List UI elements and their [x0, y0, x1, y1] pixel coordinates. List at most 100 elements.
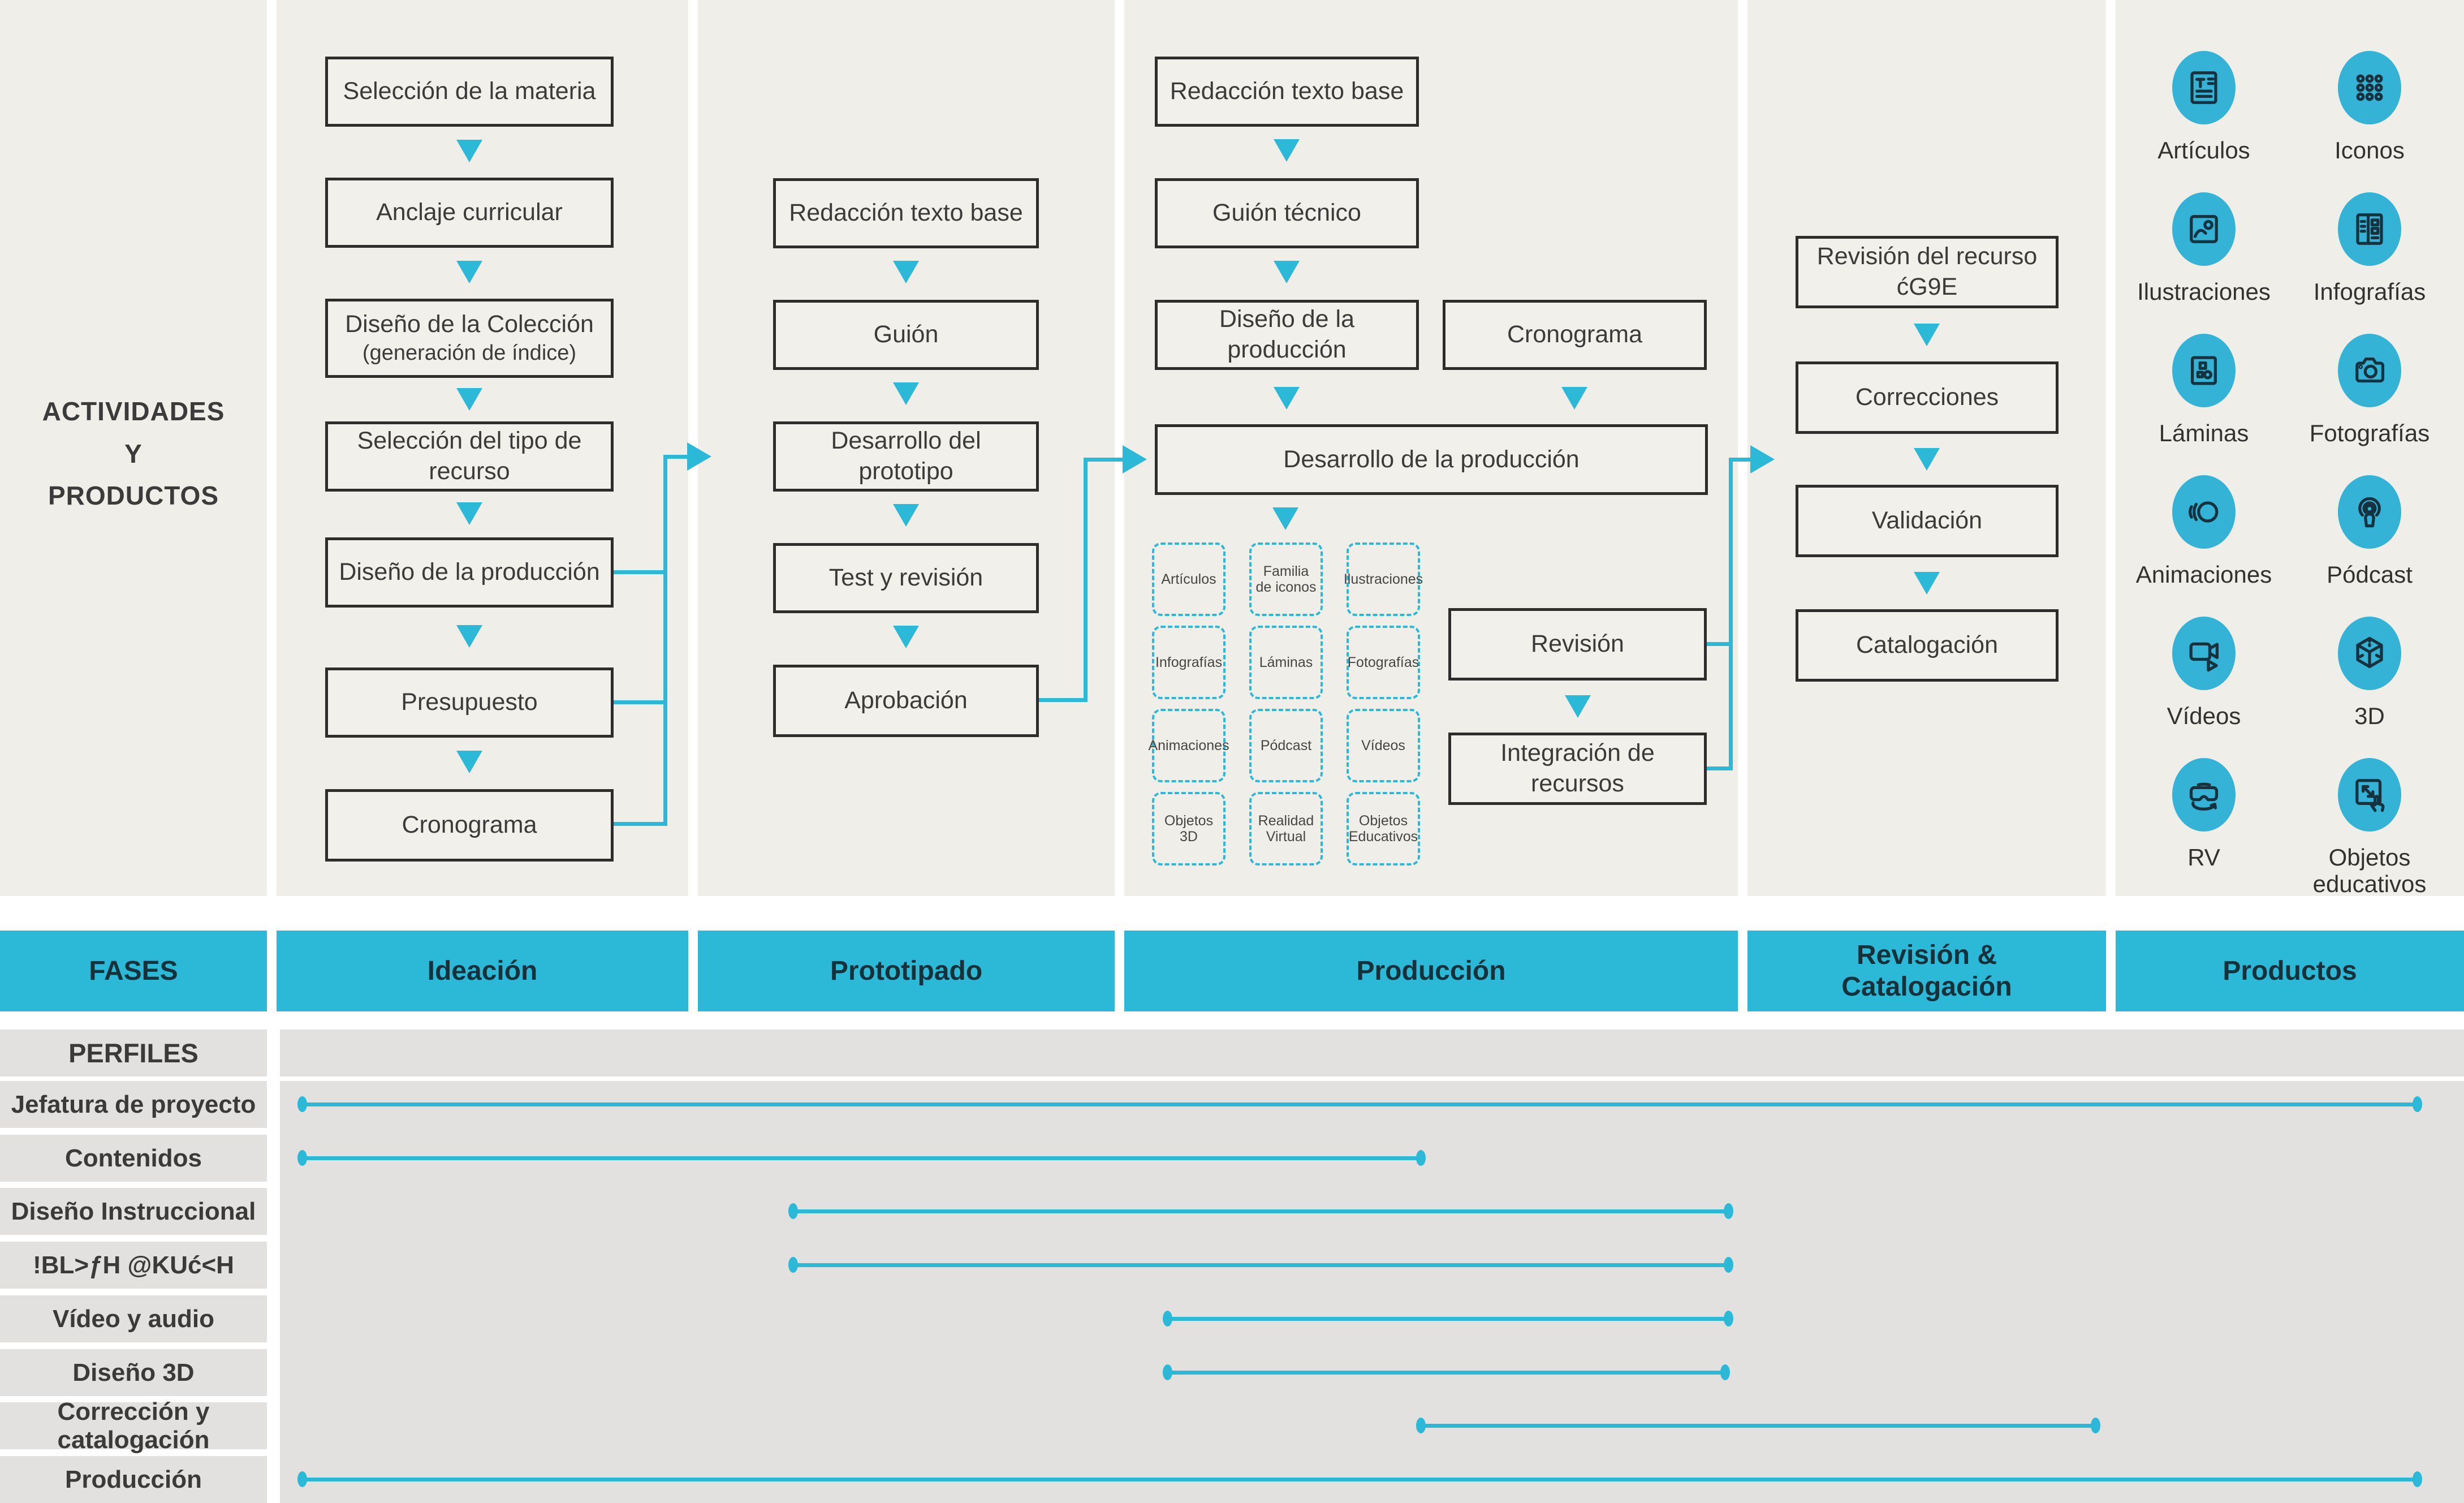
flow-box-step-6: Presupuesto: [325, 667, 614, 738]
product-label: Artículos: [2157, 137, 2250, 163]
arrow-down-icon: [893, 626, 919, 648]
resource-cell: Artículos: [1152, 542, 1225, 616]
connector-line: [614, 822, 663, 826]
arrow-down-icon: [1565, 695, 1591, 718]
resource-cell: Vídeos: [1347, 709, 1420, 782]
profile-row-label: Diseño 3D: [0, 1349, 267, 1396]
product-label: Objetos educativos: [2312, 844, 2427, 898]
profile-row-label: !BL>ƒH @KUć<H: [0, 1242, 267, 1289]
arrow-down-icon: [1274, 139, 1300, 162]
arrow-right-icon: [1750, 445, 1775, 473]
flow-box-step-2: Guión: [773, 300, 1039, 370]
connector-line: [663, 455, 687, 459]
connector-line: [1707, 766, 1733, 770]
profile-row-label: Corrección y catalogación: [0, 1398, 267, 1454]
profile-row-label: Contenidos: [0, 1135, 267, 1182]
profile-row-label: Vídeo y audio: [0, 1295, 267, 1342]
arrow-down-icon: [1274, 261, 1300, 283]
flow-box-diseno-produccion: Diseño de la producción: [1155, 300, 1419, 370]
arrow-down-icon: [1914, 448, 1940, 471]
gantt-line: [1167, 1317, 1728, 1321]
flow-box-correcciones: Correcciones: [1796, 361, 2059, 434]
cube-3d-icon: [2338, 617, 2401, 690]
gantt-line: [793, 1263, 1728, 1267]
product-label: Fotografías: [2309, 420, 2430, 446]
flow-box-label: Aprobación: [844, 687, 968, 714]
infographic-icon: [2338, 192, 2401, 266]
gantt-line: [1421, 1424, 2095, 1428]
flow-box-label: Diseño de la Colección: [345, 311, 594, 338]
flow-box-step-2: Anclaje curricular: [325, 178, 614, 248]
product-label: Vídeos: [2167, 703, 2241, 729]
gantt-dot-start: [788, 1203, 798, 1219]
gantt-line: [302, 1478, 2417, 1482]
phase-ideacion: Ideación: [277, 931, 688, 1011]
product-label: Láminas: [2159, 420, 2249, 446]
resource-cell: Objetos 3D: [1152, 792, 1225, 865]
board-shapes-icon: [2172, 334, 2236, 407]
flow-box-step-4: Test y revisión: [773, 543, 1039, 613]
video-camera-icon: [2172, 617, 2236, 690]
gantt-dot-start: [788, 1257, 798, 1273]
flow-box-revision-del-recurso: Revisión del recurso ćG9E: [1796, 236, 2059, 308]
flow-box-label: Desarrollo del prototipo: [831, 427, 981, 485]
gantt-dot-end: [2091, 1418, 2100, 1433]
phase-prototipado: Prototipado: [698, 931, 1115, 1011]
resource-cell: Ilustraciones: [1344, 542, 1423, 616]
product-label: Infografías: [2313, 278, 2426, 305]
profile-row-label: Jefatura de proyecto: [0, 1081, 267, 1128]
flow-box-desarrollo-produccion: Desarrollo de la producción: [1155, 424, 1708, 495]
panel-productos: [2116, 0, 2464, 896]
gantt-line: [302, 1156, 1421, 1160]
resource-cell: Animaciones: [1148, 709, 1229, 782]
flow-box-integracion-recursos: Integración de recursos: [1448, 733, 1707, 805]
gantt-line: [793, 1209, 1728, 1213]
image-icon: [2172, 192, 2236, 266]
phase-revision-catalogacion: Revisión & Catalogación: [1747, 931, 2106, 1011]
arrow-down-icon: [456, 140, 482, 162]
arrow-down-icon: [1561, 387, 1587, 410]
activities-title: ACTIVIDADES Y PRODUCTOS: [42, 397, 225, 511]
connector-line: [1729, 458, 1750, 462]
gantt-dot-start: [297, 1096, 307, 1112]
phase-produccion: Producción: [1124, 931, 1738, 1011]
resource-cell: Láminas: [1249, 626, 1323, 699]
product-label: 3D: [2354, 703, 2385, 729]
flow-box-step-5: Aprobación: [773, 665, 1039, 737]
arrow-down-icon: [893, 504, 919, 527]
resource-cell: Fotografías: [1347, 626, 1420, 699]
vr-headset-icon: [2172, 758, 2236, 832]
resource-cell: Realidad Virtual: [1249, 792, 1323, 865]
gantt-dot-end: [2413, 1471, 2422, 1487]
gantt-dot-end: [2413, 1096, 2422, 1112]
arrow-right-icon: [1123, 445, 1147, 473]
product-label: Pódcast: [2327, 561, 2413, 588]
flow-box-redaccion-texto-base: Redacción texto base: [1155, 57, 1419, 127]
arrow-down-icon: [893, 382, 919, 405]
gantt-dot-start: [297, 1471, 307, 1487]
resource-cell: Objetos Educativos: [1347, 792, 1420, 865]
arrow-down-icon: [456, 502, 482, 525]
product-label: Iconos: [2334, 137, 2405, 163]
fases-label: FASES: [0, 931, 267, 1011]
flow-box-label: Anclaje curricular: [376, 199, 563, 226]
gantt-area: [280, 1081, 2464, 1503]
phase-productos: Productos: [2116, 931, 2464, 1011]
connector-line: [663, 455, 667, 826]
gantt-dot-end: [1724, 1203, 1733, 1219]
arrow-down-icon: [1914, 572, 1940, 595]
flow-box-step-3: Desarrollo del prototipo: [773, 421, 1039, 492]
arrow-down-icon: [456, 388, 482, 411]
flow-box-step-7: Cronograma: [325, 789, 614, 862]
gantt-header-band: [280, 1030, 2464, 1076]
connector-line: [614, 570, 663, 574]
flow-box-label: Diseño de la producción: [339, 558, 600, 586]
connector-line: [614, 700, 663, 704]
arrow-down-icon: [456, 751, 482, 773]
arrow-down-icon: [1274, 387, 1300, 410]
flow-box-revision: Revisión: [1448, 608, 1707, 681]
connector-line: [1084, 458, 1123, 462]
arrow-down-icon: [893, 261, 919, 283]
product-label: Ilustraciones: [2137, 278, 2271, 305]
